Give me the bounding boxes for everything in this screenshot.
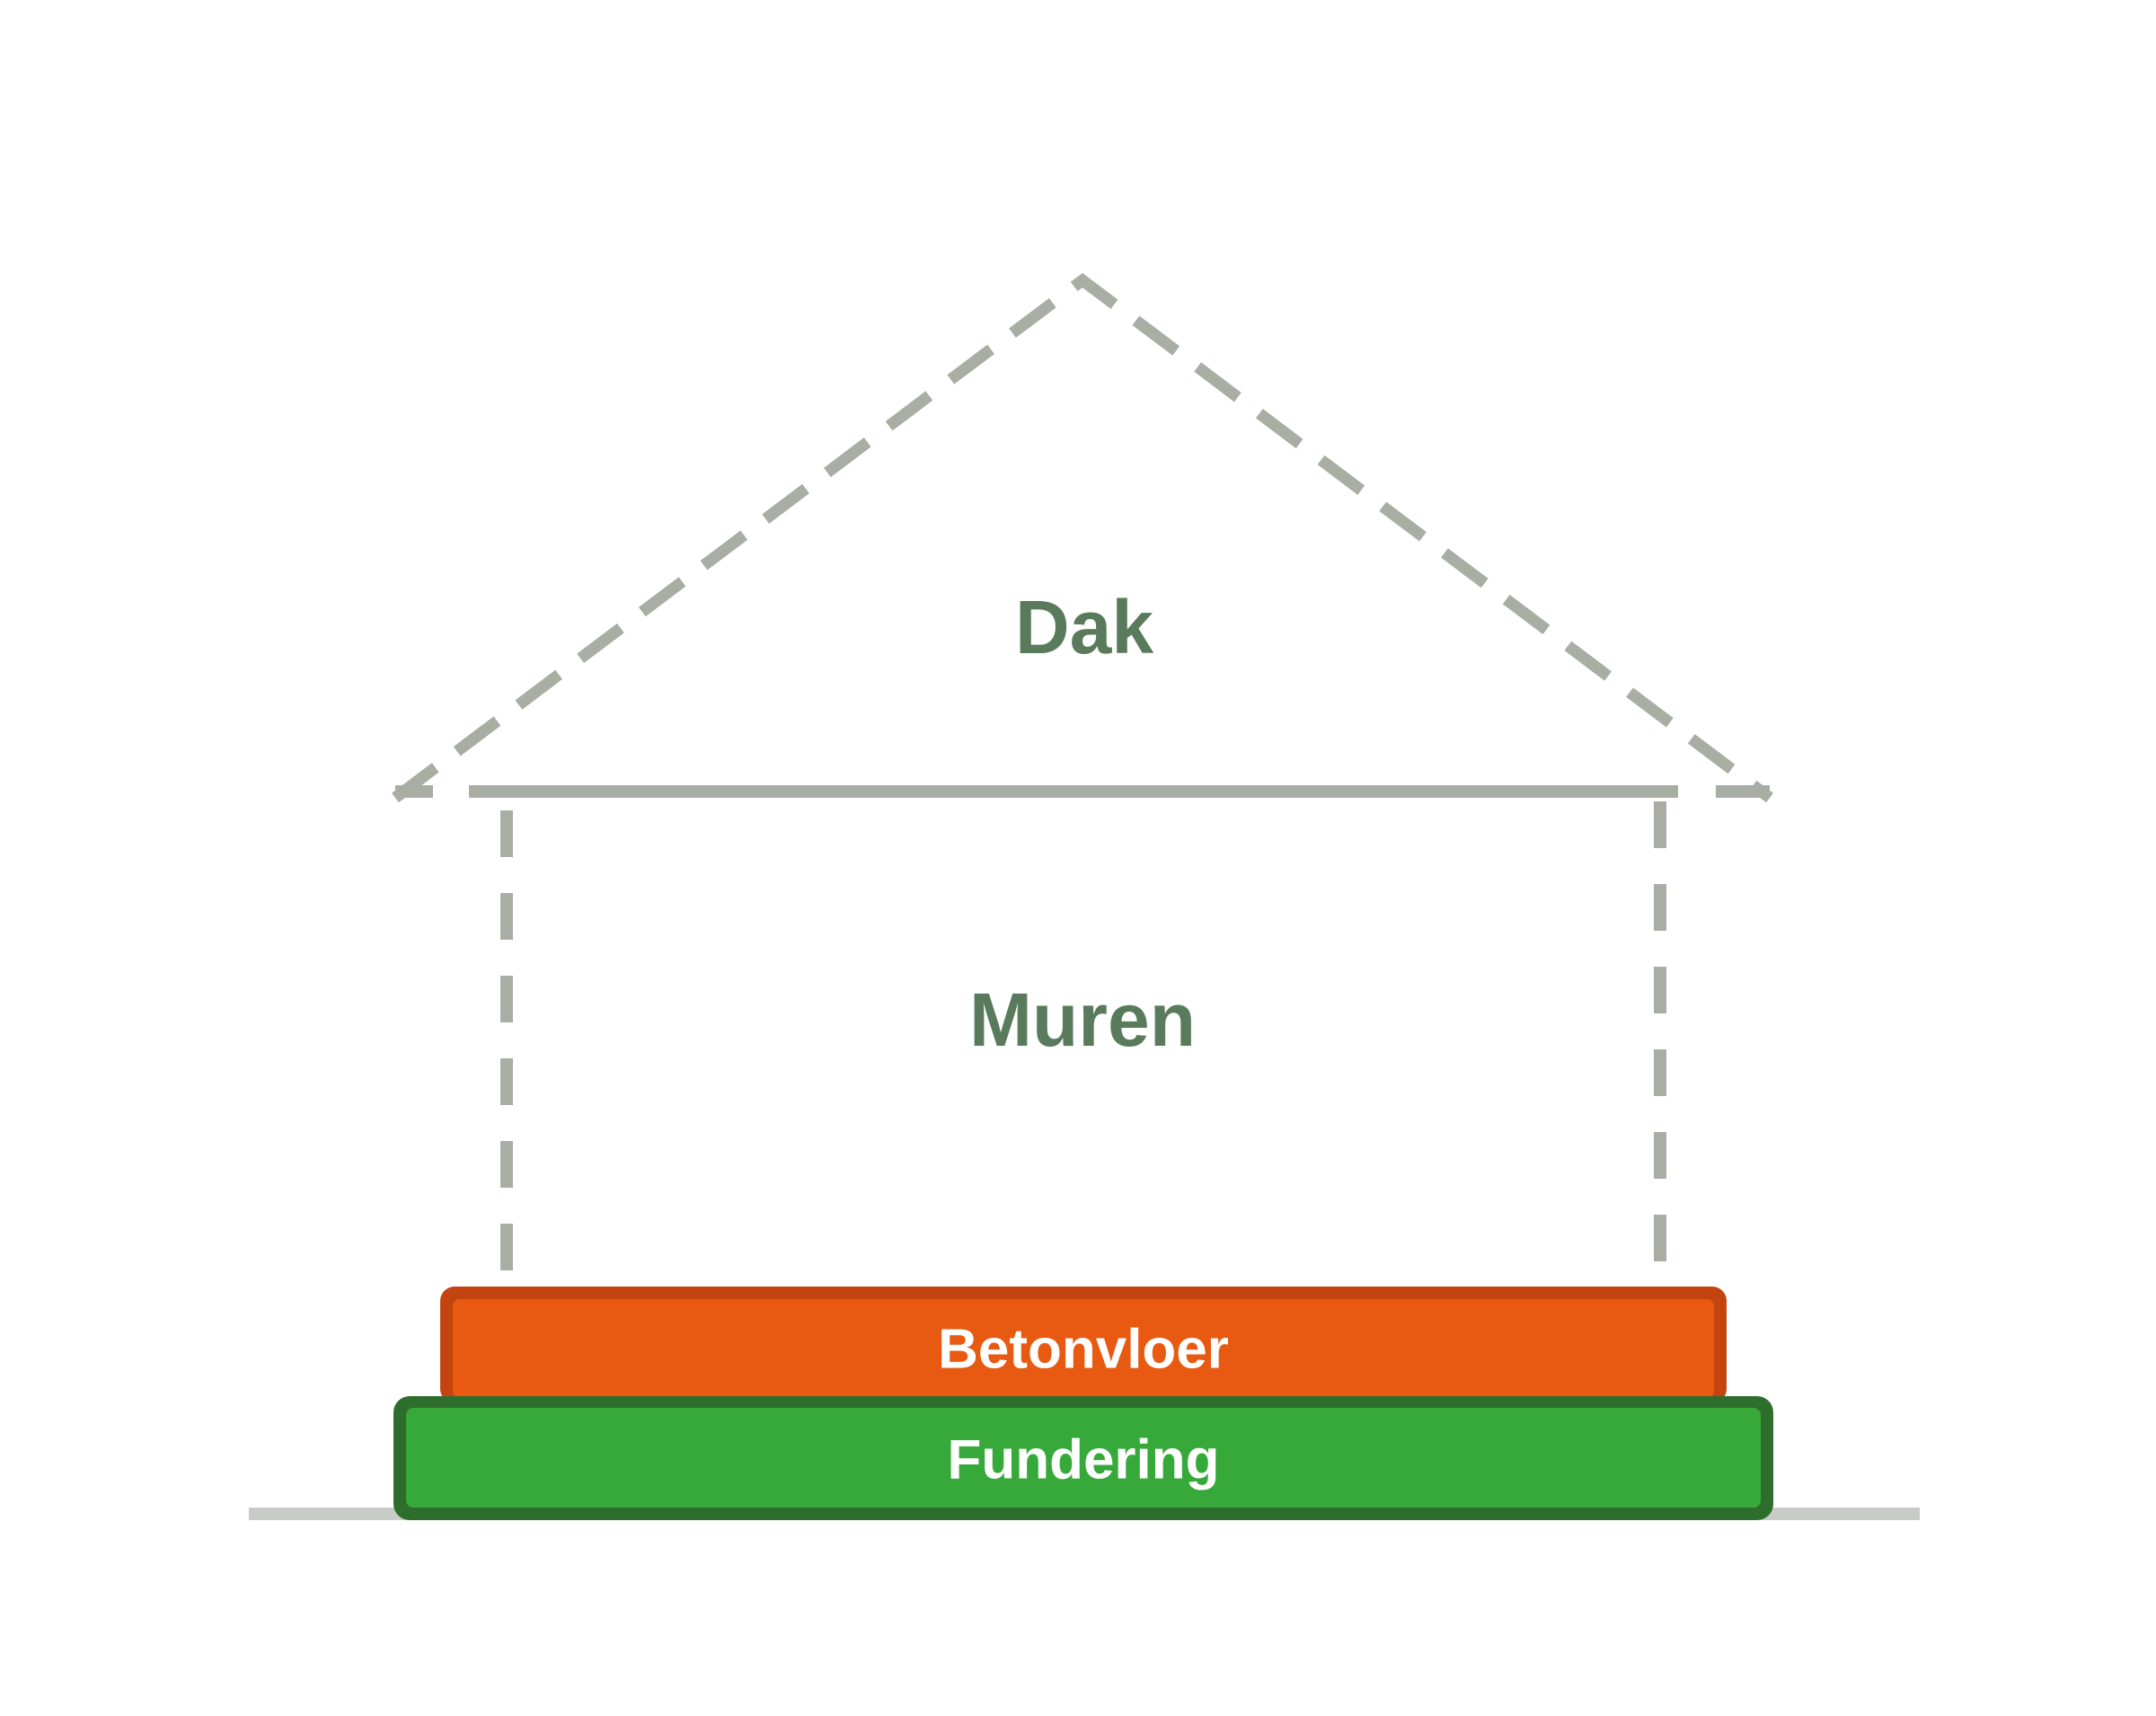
foundation-block: Fundering [393,1396,1773,1520]
roof-label: Dak [1015,585,1153,669]
foundation-fill [406,1408,1761,1508]
concrete-floor-block: Betonvloer [440,1287,1727,1403]
concrete-floor-label: Betonvloer [938,1319,1229,1381]
roof-outline [392,272,1773,803]
foundation-label: Fundering [947,1429,1219,1491]
walls-label: Muren [969,977,1196,1062]
concrete-floor-fill [453,1299,1714,1398]
